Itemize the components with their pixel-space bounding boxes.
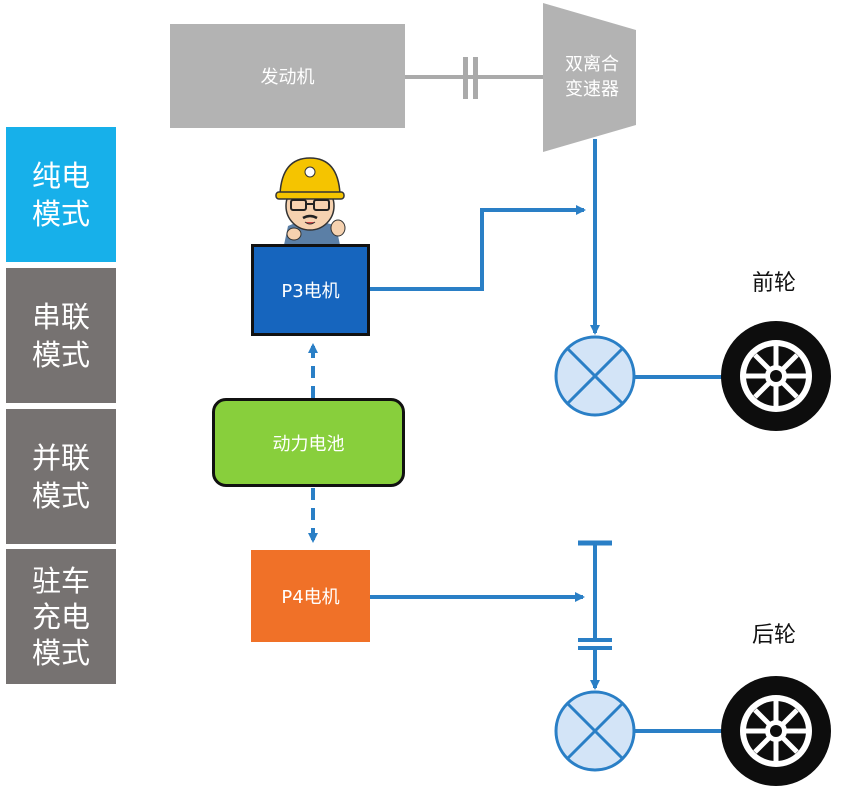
mode-tab-parallel[interactable]: 并联 模式 (6, 409, 116, 544)
p3-output-line (370, 205, 586, 291)
clutch-icon (463, 57, 478, 99)
gearbox-shape (543, 3, 636, 152)
mode-tab-parking-charge[interactable]: 驻车 充电 模式 (6, 549, 116, 684)
p4-motor-block: P4电机 (251, 550, 370, 642)
mode-tab-pure-electric[interactable]: 纯电 模式 (6, 127, 116, 262)
differential-icon (554, 335, 636, 417)
p4-motor-label: P4电机 (281, 587, 340, 608)
rear-wheel-label: 后轮 (752, 623, 797, 648)
gearbox-label: 双离合 变速器 (565, 54, 619, 100)
mode-tab-label: 串联 模式 (31, 299, 90, 372)
differential-icon (554, 690, 636, 772)
front-wheel-label: 前轮 (752, 271, 797, 296)
p3-motor-block: P3电机 (251, 244, 370, 336)
mode-tab-label: 并联 模式 (31, 440, 90, 513)
battery-block: 动力电池 (212, 398, 405, 487)
wheel-icon (721, 321, 831, 431)
wheel-icon (721, 676, 831, 786)
clutch-icon (578, 638, 612, 650)
battery-label: 动力电池 (272, 433, 345, 455)
p3-motor-label: P3电机 (281, 281, 340, 302)
engineer-mascot-icon (275, 157, 346, 245)
mode-tab-label: 驻车 充电 模式 (31, 563, 90, 670)
mode-tab-series[interactable]: 串联 模式 (6, 268, 116, 403)
mode-tab-label: 纯电 模式 (31, 158, 90, 231)
engine-label: 发动机 (260, 67, 315, 88)
engine-block: 发动机 (170, 24, 405, 128)
gearbox-label-box: 双离合 变速器 (548, 45, 636, 109)
